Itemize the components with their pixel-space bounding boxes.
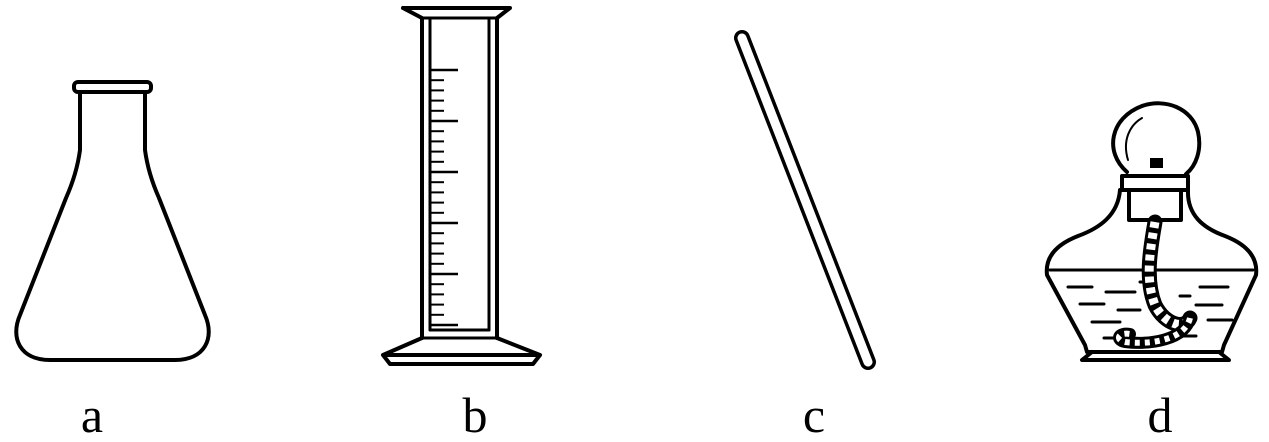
graduation-marks: [430, 68, 458, 327]
conical-flask: [14, 80, 211, 362]
label-a: a: [81, 387, 103, 442]
alcohol-lamp: [1044, 101, 1259, 362]
label-b: b: [463, 387, 488, 442]
graduated-cylinder: [381, 6, 542, 366]
label-c: c: [803, 387, 825, 442]
label-d: d: [1148, 387, 1173, 442]
glass-rod: [734, 30, 876, 370]
